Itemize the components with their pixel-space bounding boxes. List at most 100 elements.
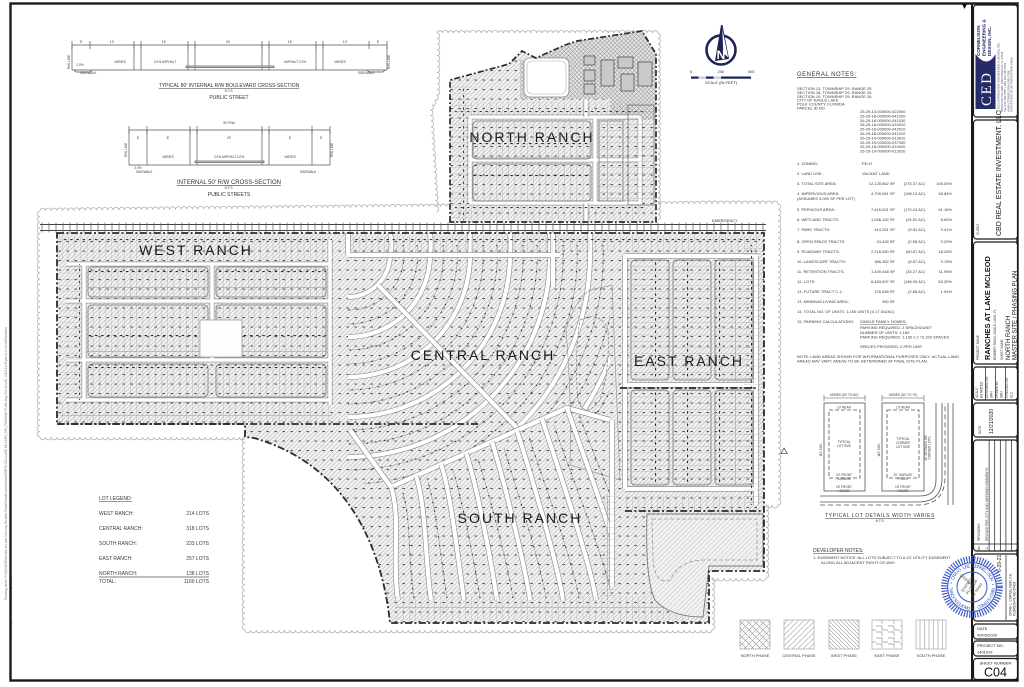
svg-text:S: S (986, 597, 992, 602)
svg-text:N: N (979, 565, 984, 571)
svg-text:1160 LOTS: 1160 LOTS (184, 579, 210, 585)
svg-text:(24.02 AC): (24.02 AC) (906, 217, 926, 222)
svg-text:D: D (976, 604, 981, 610)
svg-text:100.00%: 100.00% (936, 181, 952, 186)
svg-text:(8.87 AC): (8.87 AC) (908, 259, 926, 264)
svg-text:RANCHES AT LAKE MCLEOD: RANCHES AT LAKE MCLEOD (983, 255, 992, 360)
svg-text:O: O (974, 564, 979, 570)
svg-text:A: A (953, 570, 959, 576)
svg-text:0: 0 (690, 69, 693, 74)
svg-text:(50.87 AC): (50.87 AC) (906, 249, 926, 254)
svg-text:26-29-18-000000-041010: 26-29-18-000000-041010 (860, 131, 906, 136)
svg-text:VARIES: VARIES (162, 155, 173, 159)
svg-text:HOUSE: HOUSE (838, 489, 849, 493)
svg-text:11. RETENTION TRACTS:: 11. RETENTION TRACTS: (797, 269, 845, 274)
svg-text:•: • (990, 583, 995, 586)
svg-text:7. PARK TRACTS:: 7. PARK TRACTS: (797, 227, 830, 232)
svg-text:13. FUTURE TRACT C-1:: 13. FUTURE TRACT C-1: (797, 289, 843, 294)
svg-text:C04: C04 (984, 666, 1007, 680)
svg-text:N.T.S.: N.T.S. (225, 186, 234, 190)
svg-text:26-29-18-000000-024010: 26-29-18-000000-024010 (860, 122, 906, 127)
svg-text:3.19%: 3.19% (941, 259, 953, 264)
svg-text:TEL 813-780-7855 • FAX 813: TEL 813-780-7855 • FAX 813-780-7062 (1003, 62, 1007, 112)
svg-text:LOT SIZE: LOT SIZE (896, 445, 910, 449)
svg-text:14. TOTAL NO. OF UNITS: 1,160: 14. TOTAL NO. OF UNITS: 1,160 UNITS (4.1… (797, 309, 895, 314)
svg-text:10' REAR: 10' REAR (837, 406, 852, 410)
svg-text:L: L (948, 586, 953, 589)
svg-text:VARIES (50' TO 70'): VARIES (50' TO 70') (889, 393, 918, 397)
svg-text:L: L (962, 565, 967, 571)
svg-text:CLIENT: CLIENT (976, 224, 980, 235)
svg-text:TYPICAL 80' INTERNAL R/W BOULE: TYPICAL 80' INTERNAL R/W BOULEVARD CROSS… (159, 83, 300, 89)
svg-text:VARIES (50' TO 60'): VARIES (50' TO 60') (830, 393, 859, 397)
svg-text:8. OPEN SPACE TRACTS:: 8. OPEN SPACE TRACTS: (797, 239, 845, 244)
svg-text:SECTION 19, TOWNSHIP 29, RANGE: SECTION 19, TOWNSHIP 29, RANGE 26 (797, 94, 872, 99)
svg-text:12. LOTS:: 12. LOTS: (797, 279, 815, 284)
svg-text:38.84%: 38.84% (938, 191, 952, 196)
svg-text:TYPICAL: TYPICAL (837, 440, 851, 444)
svg-text:38029 OLD 5TH AVE. ZEPHYRHILLS: 38029 OLD 5TH AVE. ZEPHYRHILLS, FL 33542 (1000, 51, 1004, 112)
svg-text:5': 5' (80, 40, 83, 44)
svg-text:NORTH RANCH: NORTH RANCH (1006, 316, 1012, 360)
svg-text:EAST PHASE: EAST PHASE (874, 653, 899, 658)
svg-text:386,362 SF: 386,362 SF (874, 259, 895, 264)
svg-text:5. PERVIOUS AREA:: 5. PERVIOUS AREA: (797, 207, 835, 212)
svg-text:C: C (950, 575, 956, 581)
svg-text:12/21/2020: 12/21/2020 (989, 409, 995, 434)
svg-text:N.T.S.: N.T.S. (876, 519, 885, 523)
svg-text:1401014: 1401014 (977, 650, 993, 655)
svg-text:PARKING REQUIRED: 2 SPACES/UNI: PARKING REQUIRED: 2 SPACES/UNIT (860, 325, 932, 330)
svg-text:13': 13' (343, 40, 348, 44)
svg-text:(2.88 AC): (2.88 AC) (908, 289, 926, 294)
svg-text:(9.51 AC): (9.51 AC) (908, 227, 926, 232)
svg-text:I: I (988, 595, 993, 598)
svg-text:CHECKED BY: CHECKED BY (1005, 376, 1009, 398)
svg-text:1. EASEMENT NOTICE: ALL LOTS: 1. EASEMENT NOTICE: ALL LOTS SUBJECT TO … (813, 555, 951, 560)
svg-text:SECTION 18, TOWNSHIP 29, RANGE: SECTION 18, TOWNSHIP 29, RANGE 26 (797, 90, 872, 95)
svg-text:AS NOTED: AS NOTED (980, 381, 984, 398)
svg-text:(ASSUMES 3,000 SF PER LOT): (ASSUMES 3,000 SF PER LOT) (797, 196, 855, 201)
svg-text:6,463,697 SF: 6,463,697 SF (871, 279, 896, 284)
svg-text:20': 20' (227, 136, 232, 140)
svg-text:PARCEL ID NO.: PARCEL ID NO. (797, 106, 826, 111)
svg-text:26-29-18-000000-024020: 26-29-18-000000-024020 (860, 144, 906, 149)
svg-text:GENERAL NOTES:: GENERAL NOTES: (797, 72, 856, 78)
svg-text:214 LOTS: 214 LOTS (186, 511, 209, 517)
svg-text:POLK COUNTY, FLORIDA: POLK COUNTY, FLORIDA (797, 102, 845, 107)
svg-text:R: R (980, 602, 986, 608)
svg-text:12,125,862 SF: 12,125,862 SF (869, 181, 896, 186)
svg-text:HOUSE: HOUSE (897, 489, 908, 493)
svg-text:PROJECT NO.: PROJECT NO. (977, 643, 1004, 648)
svg-text:15' FRONT: 15' FRONT (895, 485, 911, 489)
svg-text:50' R/W: 50' R/W (223, 121, 234, 125)
svg-text:SOUTH RANCH:: SOUTH RANCH: (99, 541, 137, 547)
svg-text:414,261 SF: 414,261 SF (874, 227, 895, 232)
svg-text:CED: CED (979, 72, 995, 107)
svg-text:CENTRAL PHASE: CENTRAL PHASE (782, 653, 816, 658)
svg-text:25-29-13-000000-022000: 25-29-13-000000-022000 (860, 109, 906, 114)
svg-text:10' REAR: 10' REAR (896, 406, 911, 410)
svg-text:SECTION 13, TOWNSHIP 29, RANGE: SECTION 13, TOWNSHIP 29, RANGE 25 (797, 86, 872, 91)
svg-text:3.41%: 3.41% (941, 227, 953, 232)
svg-text:C: C (972, 563, 977, 568)
svg-text:ASPHALT 2.0%: ASPHALT 2.0% (284, 60, 307, 64)
svg-text:S: S (953, 597, 959, 603)
svg-text:T: T (985, 599, 991, 605)
svg-text:PUBLIC STREETS: PUBLIC STREETS (208, 192, 251, 198)
svg-text:AREAS MAY VARY. AREAS TO BE D: AREAS MAY VARY. AREAS TO BE DETERMINED A… (797, 359, 928, 364)
svg-text:950 SF: 950 SF (882, 299, 895, 304)
svg-text:PARKING REQUIRED: 1,160 x 2 =2: PARKING REQUIRED: 1,160 x 2 =2,320 SPACE… (860, 335, 949, 340)
svg-text:G: G (956, 567, 962, 573)
svg-text:233 LOTS: 233 LOTS (186, 541, 209, 547)
svg-text:24,434 SF: 24,434 SF (877, 239, 896, 244)
svg-text:26-29-19-000000-037000: 26-29-19-000000-037000 (860, 140, 906, 145)
svg-text:E: E (956, 601, 961, 607)
svg-text:(0.56 AC): (0.56 AC) (908, 239, 926, 244)
svg-text:SPACES PROVIDED: 2 PER UNIT: SPACES PROVIDED: 2 PER UNIT (860, 344, 923, 349)
svg-text:A: A (948, 588, 954, 593)
svg-text:L: L (983, 568, 989, 574)
svg-text:DRAWN BY: DRAWN BY (995, 380, 999, 398)
svg-text:SOUTH PHASE: SOUTH PHASE (917, 653, 946, 658)
svg-text:EMERGENCY: EMERGENCY (712, 218, 738, 223)
svg-text:VARIES: VARIES (334, 60, 345, 64)
